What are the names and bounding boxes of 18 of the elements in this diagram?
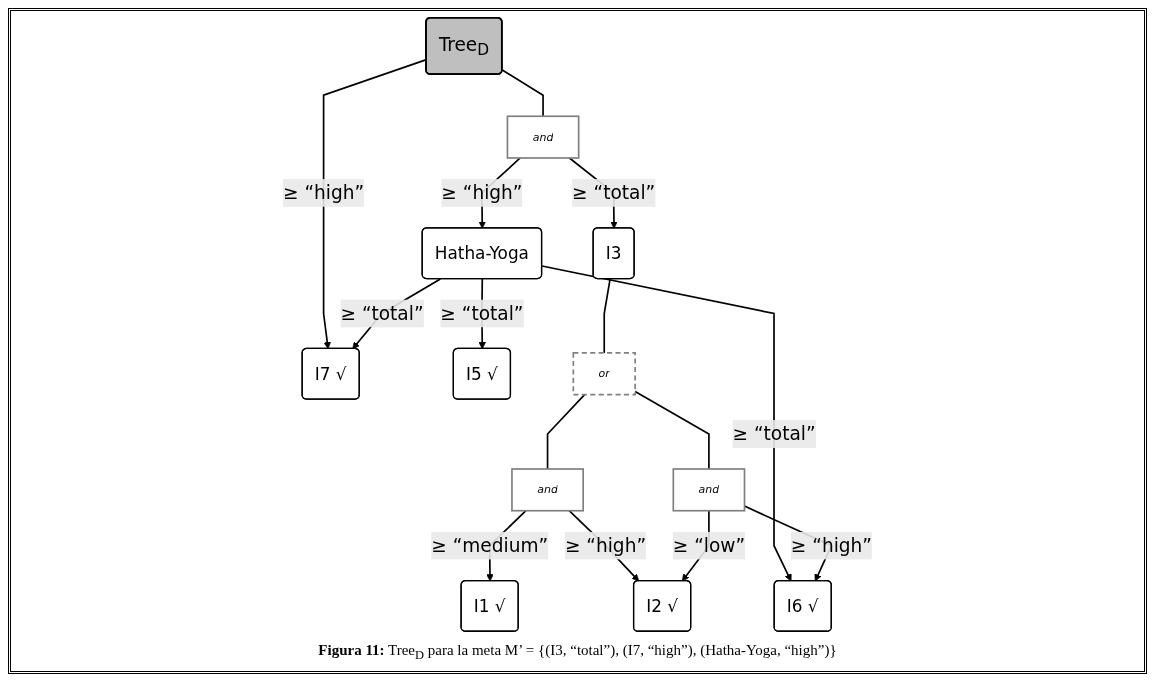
edge-label: ≥ “low” bbox=[672, 535, 746, 557]
edge-label: ≥ “medium” bbox=[431, 535, 549, 557]
node-box: and bbox=[506, 115, 580, 159]
edge-label: ≥ “total” bbox=[340, 302, 424, 325]
edge-label: ≥ “high” bbox=[564, 535, 646, 557]
connector bbox=[603, 278, 611, 354]
edge-label: ≥ “high” bbox=[790, 535, 872, 557]
connector bbox=[501, 69, 544, 118]
figure-caption: Figura 11: Tree$_{D}$ para la meta M’ = {(I3, “total”), (I7, “high”), (Hatha-Yoga, “high”)} bbox=[318, 642, 837, 663]
edge-label: ≥ “high” bbox=[283, 182, 365, 204]
edge-label: ≥ “high” bbox=[441, 182, 523, 204]
node-box: or bbox=[572, 352, 636, 396]
connector bbox=[546, 393, 586, 470]
node-box: and bbox=[511, 468, 584, 512]
node-box: and bbox=[672, 468, 746, 512]
edge-label: ≥ “total” bbox=[732, 423, 816, 445]
edge-label: ≥ “total” bbox=[440, 302, 524, 325]
edge-label: ≥ “total” bbox=[572, 182, 656, 204]
